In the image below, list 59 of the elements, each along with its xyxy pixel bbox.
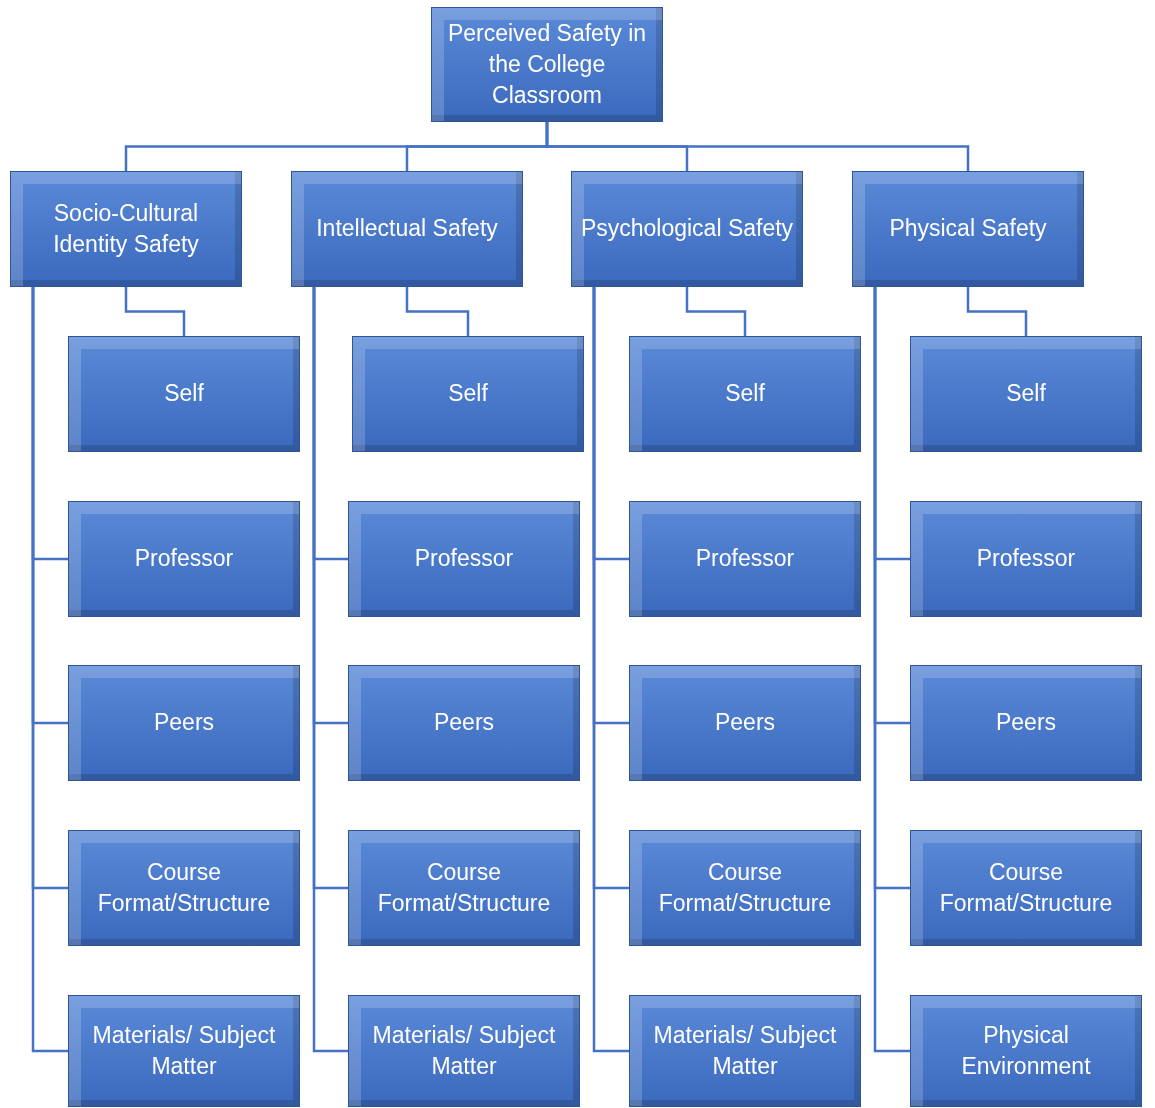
node-box xyxy=(348,665,580,781)
node-label: Peers xyxy=(714,708,776,738)
connector-line xyxy=(685,287,747,336)
node-label: Professor xyxy=(134,544,234,574)
node-box xyxy=(910,501,1142,617)
node-box xyxy=(10,171,242,287)
node-label: Intellectual Safety xyxy=(316,214,498,244)
node-box xyxy=(629,830,861,946)
node-label: Professor xyxy=(976,544,1076,574)
node-box xyxy=(431,7,663,122)
node-label: Peers xyxy=(995,708,1057,738)
node-label: Professor xyxy=(414,544,514,574)
node-box xyxy=(348,995,580,1107)
node-label: Course Format/Structure xyxy=(657,857,833,918)
node-label: Professor xyxy=(695,544,795,574)
node-label: Course Format/Structure xyxy=(96,857,272,918)
connector-line xyxy=(592,287,629,1053)
node-box xyxy=(68,830,300,946)
node-label: Materials/ Subject Matter xyxy=(91,1020,277,1081)
node-box xyxy=(352,336,584,452)
node-label: Self xyxy=(1006,379,1046,409)
node-label: Self xyxy=(448,379,488,409)
node-label: Self xyxy=(164,379,204,409)
node-box xyxy=(348,830,580,946)
node-box xyxy=(571,171,803,287)
node-label: Course Format/Structure xyxy=(938,857,1114,918)
connector-line xyxy=(966,287,1028,336)
connector-line xyxy=(873,287,910,1053)
node-label: Psychological Safety xyxy=(580,214,794,244)
node-label: Socio-Cultural Identity Safety xyxy=(52,198,200,259)
node-label: Peers xyxy=(433,708,495,738)
connector-line xyxy=(405,287,470,336)
node-box xyxy=(629,665,861,781)
node-box xyxy=(629,336,861,452)
node-label: Materials/ Subject Matter xyxy=(652,1020,838,1081)
node-box xyxy=(291,171,523,287)
node-box xyxy=(68,665,300,781)
node-box xyxy=(852,171,1084,287)
node-label: Physical Environment xyxy=(960,1020,1092,1081)
node-box xyxy=(68,995,300,1107)
connector-line xyxy=(545,122,970,171)
node-box xyxy=(629,995,861,1107)
node-box xyxy=(910,665,1142,781)
node-box xyxy=(348,501,580,617)
node-label: Course Format/Structure xyxy=(376,857,552,918)
connector-line xyxy=(312,287,348,1053)
node-box xyxy=(910,336,1142,452)
node-label: Materials/ Subject Matter xyxy=(371,1020,557,1081)
node-label: Physical Safety xyxy=(889,214,1047,244)
node-label: Perceived Safety in the College Classroom xyxy=(446,18,648,110)
connector-line xyxy=(124,287,186,336)
node-box xyxy=(910,995,1142,1107)
node-box xyxy=(68,501,300,617)
node-box xyxy=(910,830,1142,946)
connector-line xyxy=(31,287,68,1053)
node-label: Self xyxy=(725,379,765,409)
node-box xyxy=(629,501,861,617)
node-label: Peers xyxy=(153,708,215,738)
node-box xyxy=(68,336,300,452)
